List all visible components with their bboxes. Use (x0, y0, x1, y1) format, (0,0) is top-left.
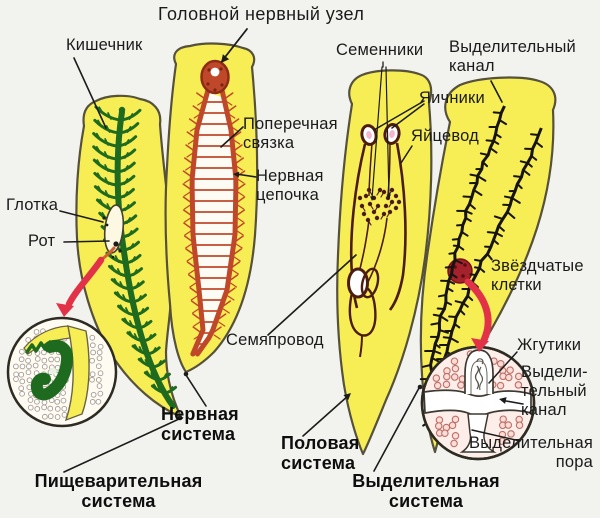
label-pointer-lines (59, 28, 524, 473)
label-head-ganglion: Головной нервный узел (158, 4, 365, 24)
magnify-arrows (56, 256, 492, 352)
label-flagella: Жгутики (517, 336, 582, 354)
label-star-cells: Звёздчатые клетки (491, 257, 584, 295)
label-vas-deferens: Семяпровод (226, 331, 324, 349)
label-reproductive-system: Половая система (281, 433, 360, 474)
label-mouth: Рот (28, 232, 56, 250)
label-ovaries: Яичники (419, 89, 485, 107)
label-intestine: Кишечник (66, 36, 143, 54)
label-testes: Семенники (336, 41, 424, 59)
label-excretory-canal: Выделительный канал (449, 38, 576, 76)
label-digestive-system: Пищеварительная система (34, 471, 203, 512)
label-pharynx: Глотка (6, 196, 59, 214)
pharynx-inset-circle (6, 316, 118, 428)
label-excretory-canal-inset: Выдели- тельный канал (521, 363, 588, 420)
label-oviduct: Яйцевод (411, 127, 479, 145)
label-nerve-chain: Нервная цепочка (256, 167, 324, 205)
flame-cell-inset-circle (420, 345, 536, 461)
label-excretory-system: Выделительная система (352, 471, 500, 512)
worm-nervous-illustration (164, 42, 259, 374)
label-nervous-system: Нервная система (161, 404, 239, 445)
worm-reproductive-illustration (336, 69, 433, 456)
label-transverse-commissure: Поперечная связка (243, 115, 338, 153)
label-excretory-pore: Выделительная пора (468, 434, 593, 472)
